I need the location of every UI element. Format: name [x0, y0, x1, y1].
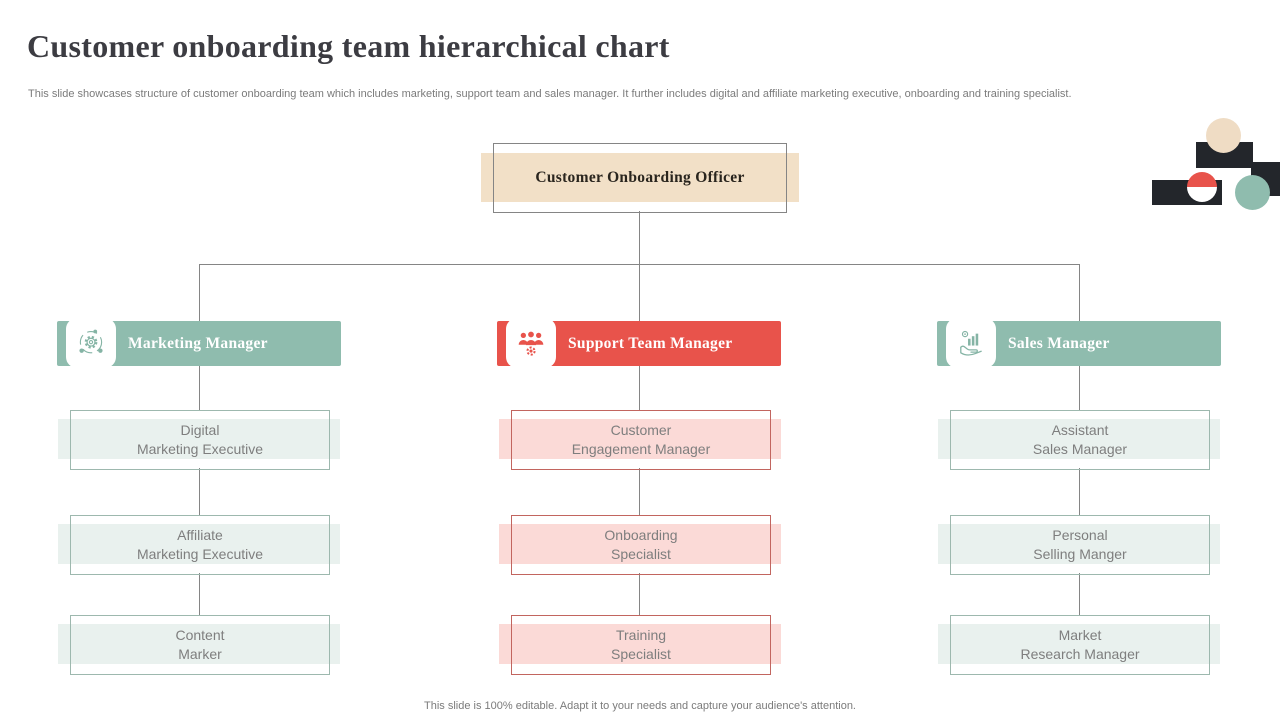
node-label-line2: Marketing Executive — [136, 546, 264, 562]
node-label-line2: Specialist — [611, 646, 671, 662]
sales-hand-chart-icon — [960, 330, 982, 356]
node-band — [499, 624, 781, 664]
connector-col2-a — [639, 366, 640, 410]
node-band — [938, 419, 1220, 459]
connector-drop-marketing — [199, 264, 200, 321]
org-node-root: Customer Onboarding Officer — [493, 143, 787, 213]
connector-col1-a — [199, 366, 200, 410]
org-node-customer-engagement-manager: Customer Engagement Manager — [511, 410, 771, 470]
node-label-line2: Specialist — [611, 546, 671, 562]
org-node-support-team-manager: Support Team Manager — [497, 318, 781, 368]
node-label-line2: Selling Manger — [1033, 546, 1127, 562]
node-label-line1: Customer — [610, 422, 672, 438]
marketing-manager-label: Marketing Manager — [128, 335, 268, 352]
editable-note: This slide is 100% editable. Adapt it to… — [424, 700, 856, 712]
support-icon-chip — [506, 318, 556, 368]
org-node-personal-selling-manger: Personal Selling Manger — [950, 515, 1210, 575]
node-band — [499, 419, 781, 459]
node-label-line1: Training — [615, 627, 667, 643]
connector-col2-b — [639, 468, 640, 515]
node-label-line1: Content — [175, 627, 225, 643]
node-label-line2: Marketing Executive — [136, 441, 264, 457]
teal-circle — [1235, 175, 1270, 210]
org-node-marketing-manager: Marketing Manager — [57, 318, 341, 368]
node-band — [58, 524, 340, 564]
page-title: Customer onboarding team hierarchical ch… — [27, 28, 670, 64]
connector-col3-b — [1079, 468, 1080, 515]
node-label-line1: Affiliate — [177, 527, 223, 543]
sales-icon-chip — [946, 318, 996, 368]
support-team-manager-label: Support Team Manager — [568, 335, 733, 352]
node-band — [938, 524, 1220, 564]
node-label-line2: Marker — [178, 646, 222, 662]
node-label-line2: Engagement Manager — [571, 441, 711, 457]
org-node-onboarding-specialist: Onboarding Specialist — [511, 515, 771, 575]
org-node-content-marker: Content Marker — [70, 615, 330, 675]
support-team-icon — [518, 331, 544, 356]
marketing-gear-icon — [79, 329, 103, 354]
node-band — [938, 624, 1220, 664]
marketing-icon-chip — [66, 318, 116, 368]
org-node-digital-marketing-executive: Digital Marketing Executive — [70, 410, 330, 470]
connector-root-down — [639, 211, 640, 264]
org-node-market-research-manager: Market Research Manager — [950, 615, 1210, 675]
officer-band — [481, 153, 799, 202]
org-node-affiliate-marketing-executive: Affiliate Marketing Executive — [70, 515, 330, 575]
beige-circle — [1206, 118, 1241, 153]
node-label-line2: Research Manager — [1020, 646, 1140, 662]
connector-drop-sales — [1079, 264, 1080, 321]
node-label-line1: Market — [1058, 627, 1102, 643]
node-label-line1: Onboarding — [604, 527, 678, 543]
node-label-line1: Digital — [180, 422, 220, 438]
sales-manager-label: Sales Manager — [1008, 335, 1110, 352]
red-white-half-circle — [1187, 172, 1217, 202]
org-node-sales-manager: Sales Manager — [937, 318, 1221, 368]
node-label-line1: Assistant — [1051, 422, 1109, 438]
org-node-assistant-sales-manager: Assistant Sales Manager — [950, 410, 1210, 470]
node-label-line1: Personal — [1052, 527, 1108, 543]
org-node-root-label: Customer Onboarding Officer — [535, 169, 745, 186]
connector-col1-b — [199, 468, 200, 515]
connector-col3-a — [1079, 366, 1080, 410]
org-node-training-specialist: Training Specialist — [511, 615, 771, 675]
connector-col3-c — [1079, 573, 1080, 615]
slide-subtitle: This slide showcases structure of custom… — [28, 88, 1072, 100]
node-band — [58, 419, 340, 459]
connector-col1-c — [199, 573, 200, 615]
node-band — [499, 524, 781, 564]
node-label-line2: Sales Manager — [1032, 441, 1128, 457]
connector-drop-support — [639, 264, 640, 321]
node-band — [58, 624, 340, 664]
connector-col2-c — [639, 573, 640, 615]
